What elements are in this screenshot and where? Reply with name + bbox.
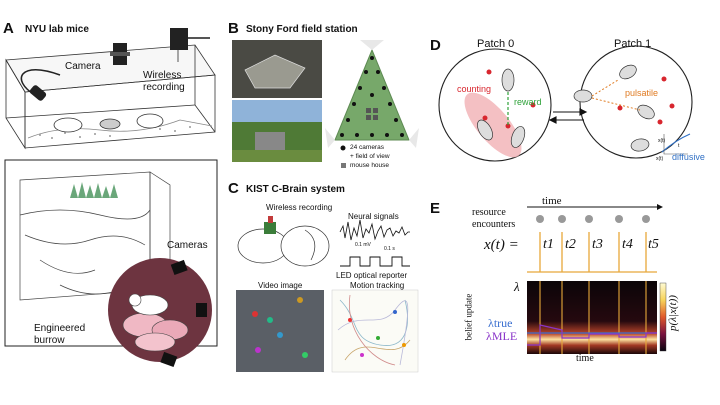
colorbar	[659, 282, 667, 352]
nest-mice	[122, 293, 189, 352]
time-bottom-label: time	[576, 353, 594, 364]
scale-b-label: 0.1 s	[384, 246, 395, 252]
legend-house-marker	[341, 163, 346, 168]
burrow-label-2: burrow	[34, 335, 65, 346]
t5-label: t5	[648, 237, 659, 252]
transition-arrows	[548, 108, 588, 124]
panel-a-letter: A	[3, 20, 14, 37]
panel-c-letter: C	[228, 180, 239, 197]
rat-drawing	[237, 225, 330, 267]
wireless-label-2: recording	[143, 82, 185, 93]
pulsatile-lines	[591, 79, 641, 111]
encounter-pulses	[527, 232, 657, 273]
cameras-label: Cameras	[167, 240, 208, 251]
belief-heatmap	[527, 281, 657, 354]
lambda-mle-line	[527, 324, 657, 346]
headstage-led	[268, 216, 273, 223]
t-small-label: t	[678, 143, 680, 149]
legend-camera-marker	[340, 145, 346, 151]
headstage	[264, 222, 276, 234]
pulsatile-label: pulsatile	[625, 88, 659, 98]
resource-label-1: resource	[472, 207, 506, 218]
microphone-cable	[20, 69, 61, 101]
patch0-label: Patch 0	[477, 38, 515, 50]
panel-b-title: Stony Ford field station	[246, 24, 358, 35]
lab-cage-drawing	[5, 44, 216, 150]
scale-a-label: 0.1 mV	[355, 242, 371, 248]
panel-c-title: KIST C-Brain system	[246, 184, 345, 195]
patch1-label: Patch 1	[614, 38, 652, 50]
legend-cameras-2: + field of view	[350, 153, 390, 160]
t2-label: t2	[565, 237, 576, 252]
panel-d-letter: D	[430, 37, 441, 54]
neural-signals-label: Neural signals	[348, 212, 399, 221]
t3-label: t3	[592, 237, 603, 252]
wireless-label-1: Wireless	[143, 70, 182, 81]
led-pulse-trace	[340, 256, 410, 267]
resource-label-2: encounters	[472, 219, 516, 230]
camera-label: Camera	[65, 61, 101, 72]
counting-region	[464, 92, 522, 158]
counting-label: counting	[457, 84, 492, 94]
t4-label: t4	[622, 237, 633, 252]
t1-label: t1	[543, 237, 554, 252]
field-photos	[232, 40, 322, 162]
reward-label: reward	[514, 97, 542, 107]
field-map	[325, 40, 419, 148]
time-arrow-label: time	[542, 195, 562, 207]
xt-small-label: x(t)	[658, 138, 666, 144]
motion-tracks	[337, 294, 411, 366]
xt-equation: x(t) =	[484, 237, 519, 253]
led-reporter-label: LED optical reporter	[336, 271, 408, 280]
panel-a-title: NYU lab mice	[25, 24, 89, 35]
xdt-small-label: x(t)	[656, 156, 664, 162]
time-arrow	[527, 204, 663, 210]
motion-tracking-label: Motion tracking	[350, 281, 405, 290]
diffusive-label: diffusive	[672, 152, 705, 162]
heatmap-encounter-lines	[539, 281, 647, 354]
plants-drawing	[70, 182, 118, 198]
bedding-texture	[39, 126, 191, 139]
patch1-rewards	[617, 76, 675, 125]
encounter-dots	[536, 215, 650, 223]
video-image	[236, 290, 324, 372]
wireless-recording-label: Wireless recording	[266, 203, 333, 212]
lambda-true-label: λtrue	[488, 316, 513, 330]
neural-trace	[339, 219, 410, 241]
panel-e-letter: E	[430, 200, 441, 217]
legend-cameras-1: 24 cameras	[350, 144, 384, 151]
cage-mice	[53, 113, 164, 133]
motion-track-points	[348, 310, 406, 357]
burrow-label-1: Engineered	[34, 323, 86, 334]
lambda-mle-label: λMLE	[486, 329, 518, 343]
lambda-axis-label: λ	[514, 279, 520, 294]
wireless-recorder	[170, 28, 210, 62]
legend-house: mouse house	[350, 162, 390, 169]
colorbar-label: p(λ|x(t))	[666, 295, 679, 331]
diffusive-curves	[661, 133, 691, 155]
video-image-label: Video image	[258, 281, 303, 290]
camera-device	[110, 43, 130, 65]
panel-b-letter: B	[228, 20, 239, 37]
video-mice-dots	[252, 297, 308, 358]
belief-update-label: belief update	[463, 293, 474, 341]
patch-mice	[477, 64, 655, 152]
patch0-rewards	[482, 69, 536, 129]
camera-boxes	[160, 259, 207, 368]
